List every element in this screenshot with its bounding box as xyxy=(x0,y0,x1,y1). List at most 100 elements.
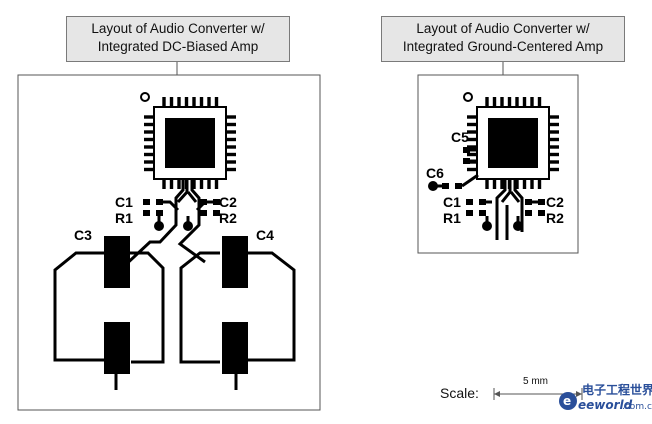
left-label-c3: C3 xyxy=(74,227,92,243)
ic-pin-pad xyxy=(227,115,236,119)
right-title-line1: Layout of Audio Converter w/ xyxy=(416,21,590,36)
ic-pin-pad xyxy=(207,180,211,189)
ic-pin-pad xyxy=(144,122,153,127)
ic-pin-pad xyxy=(492,97,497,106)
right-panel: C5 C6 C1 R1 C2 R2 xyxy=(417,74,579,254)
left-title-line1: Layout of Audio Converter w/ xyxy=(91,21,265,36)
right-pin1-marker xyxy=(463,92,473,102)
watermark-brand: eeworld xyxy=(578,398,633,412)
ic-pin-pad xyxy=(522,97,527,106)
ic-pin-pad xyxy=(199,97,204,106)
right-title-box: Layout of Audio Converter w/ Integrated … xyxy=(381,16,625,62)
ic-pin-pad xyxy=(144,145,153,149)
left-small-components xyxy=(143,199,220,231)
ic-pin-pad xyxy=(550,130,559,134)
left-traces xyxy=(53,179,296,390)
ic-pin-pad xyxy=(192,180,196,189)
right-label-c6: C6 xyxy=(426,165,444,181)
ic-pin-pad xyxy=(515,97,519,106)
ic-pin-pad xyxy=(227,167,236,172)
ic-pin-pad xyxy=(144,130,153,134)
ic-pin-pad xyxy=(507,97,512,106)
right-label-c1: C1 xyxy=(443,194,461,210)
ic-pin-pad xyxy=(169,97,174,106)
ic-pin-pad xyxy=(500,97,504,106)
ic-pin-pad xyxy=(530,180,534,189)
c4-bottom-pad xyxy=(222,322,248,374)
left-ic-thermal-pad xyxy=(165,118,215,168)
ic-pin-pad xyxy=(227,137,236,142)
ic-pin-pad xyxy=(467,115,476,119)
ic-pin-pad xyxy=(500,180,504,189)
ic-pin-pad xyxy=(227,152,236,157)
ic-pin-pad xyxy=(144,160,153,164)
watermark-cn-title: 电子工程世界 xyxy=(582,382,652,397)
left-label-r2: R2 xyxy=(219,210,237,226)
ic-pin-pad xyxy=(522,180,527,189)
ic-pin-pad xyxy=(492,180,497,189)
left-pin1-marker xyxy=(140,92,150,102)
right-ic xyxy=(463,92,559,189)
ic-pin-pad xyxy=(162,180,166,189)
right-label-c2: C2 xyxy=(546,194,564,210)
ic-pin-pad xyxy=(214,97,219,106)
right-ic-thermal-pad xyxy=(488,118,538,168)
scale-value: 5 mm xyxy=(523,376,548,387)
ic-pin-pad xyxy=(537,180,542,189)
ic-pin-pad xyxy=(227,145,236,149)
ic-pin-pad xyxy=(169,180,174,189)
ic-pin-pad xyxy=(144,137,153,142)
scale-label: Scale: xyxy=(440,385,479,401)
ic-pin-pad xyxy=(467,152,476,157)
right-traces xyxy=(433,148,538,240)
c3-top-pad xyxy=(104,236,130,288)
ic-pin-pad xyxy=(227,122,236,127)
ic-pin-pad xyxy=(550,137,559,142)
ic-pin-pad xyxy=(530,97,534,106)
ic-pin-pad xyxy=(227,130,236,134)
ic-pin-pad xyxy=(550,167,559,172)
right-label-c5: C5 xyxy=(451,129,469,145)
ic-pin-pad xyxy=(192,97,196,106)
left-label-c4: C4 xyxy=(256,227,274,243)
ic-pin-pad xyxy=(485,97,489,106)
ic-pin-pad xyxy=(227,160,236,164)
right-board-outline xyxy=(417,74,579,254)
ic-pin-pad xyxy=(214,180,219,189)
ic-pin-pad xyxy=(550,160,559,164)
ic-pin-pad xyxy=(467,122,476,127)
ic-pin-pad xyxy=(485,180,489,189)
ic-pin-pad xyxy=(467,137,476,142)
ic-pin-pad xyxy=(199,180,204,189)
ic-pin-pad xyxy=(467,145,476,149)
left-label-c1: C1 xyxy=(115,194,133,210)
c3-bottom-pad xyxy=(104,322,130,374)
ic-pin-pad xyxy=(467,130,476,134)
ic-pin-pad xyxy=(177,180,181,189)
svg-text:e: e xyxy=(563,394,571,408)
ic-pin-pad xyxy=(550,115,559,119)
ic-pin-pad xyxy=(184,97,189,106)
watermark-domain: .com.cn xyxy=(622,402,652,412)
ic-pin-pad xyxy=(515,180,519,189)
left-title-line2: Integrated DC-Biased Amp xyxy=(97,39,259,54)
ic-pin-pad xyxy=(550,145,559,149)
right-title-line2: Integrated Ground-Centered Amp xyxy=(402,39,604,54)
left-board-outline xyxy=(17,74,321,411)
left-large-caps xyxy=(104,236,248,374)
ic-pin-pad xyxy=(207,97,211,106)
ic-pin-pad xyxy=(144,167,153,172)
ic-pin-pad xyxy=(162,97,166,106)
ic-pin-pad xyxy=(550,122,559,127)
ic-pin-pad xyxy=(550,152,559,157)
left-panel: C1 R1 C2 R2 C3 C4 xyxy=(17,74,321,411)
left-ic xyxy=(140,92,236,189)
ic-pin-pad xyxy=(467,167,476,172)
left-label-c2: C2 xyxy=(219,194,237,210)
ic-pin-pad xyxy=(177,97,181,106)
left-ic-outline xyxy=(153,106,227,180)
right-label-r2: R2 xyxy=(546,210,564,226)
watermark-badge-icon xyxy=(559,392,577,410)
left-label-r1: R1 xyxy=(115,210,133,226)
